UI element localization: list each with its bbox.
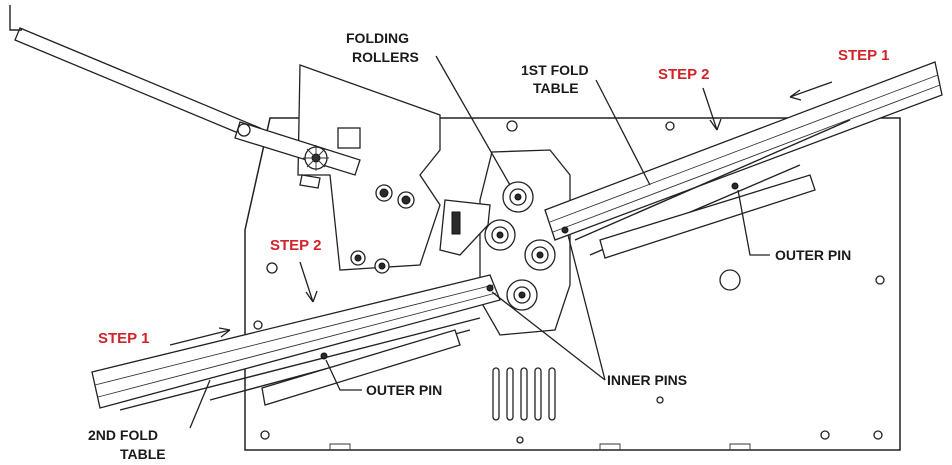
- step1-right-label: STEP 1: [838, 47, 889, 64]
- arrow-step1-right: [789, 81, 833, 101]
- housing-rollers: [350, 184, 415, 274]
- arrow-step2-right: [702, 87, 722, 131]
- deflector-block: [451, 211, 461, 235]
- label-outer-pin-right: OUTER PIN: [775, 247, 851, 263]
- second-fold-table: [91, 274, 501, 409]
- label-second-fold-table-line2: TABLE: [120, 446, 166, 462]
- inner-pin-lower-marker: [486, 284, 494, 292]
- second-fold-table-edge: [94, 284, 497, 398]
- vent-slots: [492, 367, 556, 421]
- label-second-fold-table-line1: 2ND FOLD: [88, 427, 158, 443]
- upper-housing: [297, 64, 441, 271]
- label-first-fold-table-line1: 1ST FOLD: [521, 62, 589, 78]
- leader-inner-pins-a: [567, 234, 606, 381]
- arrow-step2-left: [299, 261, 318, 303]
- feed-tray-hook: [9, 5, 22, 31]
- folding-rollers: [484, 181, 556, 311]
- label-first-fold-table-line2: TABLE: [533, 80, 579, 96]
- drive-gear: [303, 145, 329, 171]
- leader-inner-pins-b: [491, 291, 606, 381]
- label-folding-rollers-line2: ROLLERS: [352, 49, 419, 65]
- housing-tab: [337, 127, 361, 149]
- step2-right-label: STEP 2: [658, 66, 709, 83]
- label-inner-pins: INNER PINS: [607, 372, 687, 388]
- leader-second-fold-table: [189, 379, 211, 429]
- first-fold-bracket: [599, 174, 816, 259]
- second-fold-bracket: [261, 329, 461, 406]
- arrow-step1-left: [169, 327, 231, 346]
- first-fold-table: [544, 61, 943, 241]
- feed-tray: [14, 27, 261, 141]
- leader-outer-pin-left: [325, 359, 362, 391]
- tray-pivot: [237, 123, 251, 137]
- step1-left-label: STEP 1: [98, 330, 149, 347]
- step2-left-label: STEP 2: [270, 237, 321, 254]
- gear-bracket: [299, 174, 321, 189]
- leader-outer-pin-right: [737, 189, 770, 256]
- label-outer-pin-left: OUTER PIN: [366, 382, 442, 398]
- leader-folding-rollers: [435, 55, 511, 186]
- outer-pin-left-marker: [320, 352, 328, 360]
- first-fold-table-edge: [549, 74, 941, 233]
- base-plate-notches: [329, 443, 751, 450]
- inner-pin-upper-marker: [561, 226, 569, 234]
- leader-first-fold-table: [595, 79, 651, 186]
- label-folding-rollers-line1: FOLDING: [346, 30, 409, 46]
- outer-pin-right-marker: [731, 182, 739, 190]
- mounting-holes: [253, 120, 885, 444]
